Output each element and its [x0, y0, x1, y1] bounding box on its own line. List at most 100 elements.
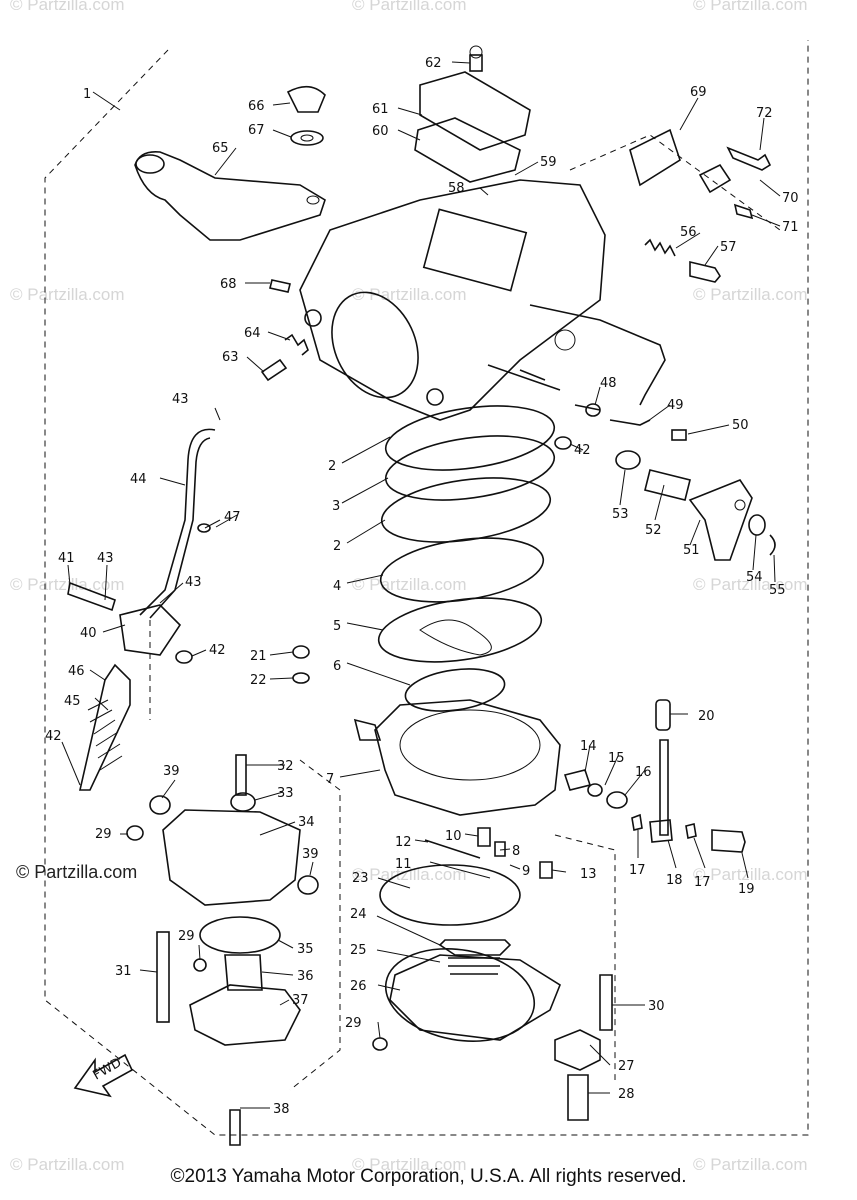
callout-43: 43 [185, 575, 202, 590]
callout-30: 30 [648, 999, 665, 1014]
callout-71: 71 [782, 220, 799, 235]
diaphragm-stack-part [377, 405, 556, 712]
callout-32: 32 [277, 759, 294, 774]
watermark: © Partzilla.com [10, 575, 125, 594]
callout-53: 53 [612, 507, 629, 522]
watermark: © Partzilla.com [10, 285, 125, 304]
callout-42: 42 [45, 729, 62, 744]
callout-67: 67 [248, 123, 265, 138]
callout-39: 39 [163, 764, 180, 779]
callout-22: 22 [250, 673, 267, 688]
callout-62: 62 [425, 56, 442, 71]
copyright-footer: ©2013 Yamaha Motor Corporation, U.S.A. A… [170, 1166, 687, 1187]
callout-39: 39 [302, 847, 319, 862]
fwd-arrow-icon: FWD [73, 1053, 134, 1098]
watermark: © Partzilla.com [693, 0, 808, 14]
callout-40: 40 [80, 626, 97, 641]
callout-1: 1 [83, 87, 91, 102]
callout-57: 57 [720, 240, 737, 255]
callout-11: 11 [395, 857, 412, 872]
fuel-line-part [67, 428, 310, 791]
guide-line [149, 620, 341, 1091]
watermark: © Partzilla.com [10, 1155, 125, 1174]
callout-14: 14 [580, 739, 597, 754]
linkage-part [554, 403, 776, 561]
callout-9: 9 [522, 864, 530, 879]
callout-38: 38 [273, 1102, 290, 1117]
callout-56: 56 [680, 225, 697, 240]
callout-48: 48 [600, 376, 617, 391]
callout-36: 36 [297, 969, 314, 984]
callout-34: 34 [298, 815, 315, 830]
assembly-boundary [44, 40, 809, 1136]
callout-labels: 1 2 3 2 4 5 6 7 8 9 10 11 12 13 14 15 16… [45, 56, 799, 1117]
callout-5: 5 [333, 619, 341, 634]
callout-10: 10 [445, 829, 462, 844]
fuel-pump-part [126, 754, 388, 1146]
callout-18: 18 [666, 873, 683, 888]
callout-46: 46 [68, 664, 85, 679]
callout-29: 29 [95, 827, 112, 842]
callout-55: 55 [769, 583, 786, 598]
callout-68: 68 [220, 277, 237, 292]
callout-2: 2 [333, 539, 341, 554]
callout-54: 54 [746, 570, 763, 585]
callout-17: 17 [694, 875, 711, 890]
callout-35: 35 [297, 942, 314, 957]
callout-23: 23 [352, 871, 369, 886]
callout-66: 66 [248, 99, 265, 114]
needle-valve-part [563, 699, 746, 853]
watermark: © Partzilla.com [693, 865, 808, 884]
bolt-part [554, 974, 613, 1121]
callout-69: 69 [690, 85, 707, 100]
callout-61: 61 [372, 102, 389, 117]
callout-25: 25 [350, 943, 367, 958]
plug-part [286, 85, 326, 146]
callout-33: 33 [277, 786, 294, 801]
callout-64: 64 [244, 326, 261, 341]
callout-47: 47 [224, 510, 241, 525]
callout-58: 58 [448, 181, 465, 196]
watermark-group: © Partzilla.com © Partzilla.com © Partzi… [10, 0, 808, 1174]
callout-19: 19 [738, 882, 755, 897]
callout-37: 37 [292, 993, 309, 1008]
callout-51: 51 [683, 543, 700, 558]
callout-12: 12 [395, 835, 412, 850]
callout-31: 31 [115, 964, 132, 979]
watermark: © Partzilla.com [693, 1155, 808, 1174]
callout-16: 16 [635, 765, 652, 780]
leader-line [92, 91, 121, 111]
spring-screw-part [644, 238, 721, 283]
callout-43: 43 [97, 551, 114, 566]
leader-lines [61, 61, 781, 1109]
callout-60: 60 [372, 124, 389, 139]
callout-17: 17 [629, 863, 646, 878]
callout-13: 13 [580, 867, 597, 882]
watermark: © Partzilla.com [10, 0, 125, 14]
callout-42: 42 [209, 643, 226, 658]
callout-49: 49 [667, 398, 684, 413]
carburetor-body-part [299, 179, 666, 421]
watermark: © Partzilla.com [352, 285, 467, 304]
lower-diaphragm-part [379, 864, 561, 1042]
watermark: © Partzilla.com [352, 1155, 467, 1174]
watermark: © Partzilla.com [693, 285, 808, 304]
callout-28: 28 [618, 1087, 635, 1102]
callout-63: 63 [222, 350, 239, 365]
callout-59: 59 [540, 155, 557, 170]
callout-20: 20 [698, 709, 715, 724]
bracket-part [569, 128, 781, 231]
callout-41: 41 [58, 551, 75, 566]
watermark: © Partzilla.com [693, 575, 808, 594]
callout-24: 24 [350, 907, 367, 922]
watermark-dark: © Partzilla.com [16, 862, 138, 882]
callout-44: 44 [130, 472, 147, 487]
callout-70: 70 [782, 191, 799, 206]
screws-part [260, 279, 309, 382]
callout-3: 3 [332, 499, 340, 514]
callout-29: 29 [345, 1016, 362, 1031]
callout-65: 65 [212, 141, 229, 156]
callout-43: 43 [172, 392, 189, 407]
callout-7: 7 [326, 772, 334, 787]
choke-lever-part [134, 150, 326, 241]
